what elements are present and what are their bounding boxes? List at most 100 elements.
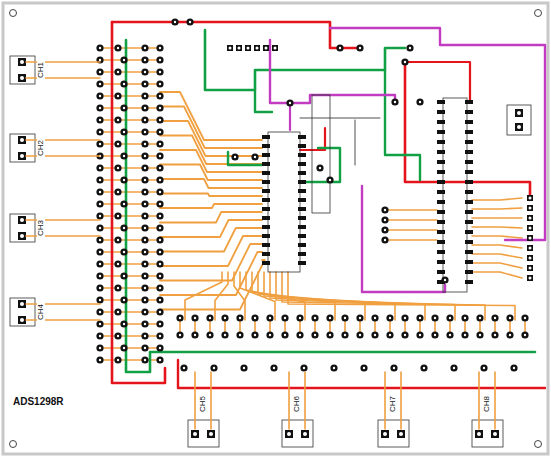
drill-hole (144, 83, 146, 85)
drill-hole (404, 61, 406, 63)
solder-pad (141, 236, 148, 243)
solder-pad (506, 314, 513, 321)
drill-hole (144, 119, 146, 121)
ic-pin (465, 190, 473, 194)
solder-pad (156, 284, 163, 291)
solder-pad (96, 308, 103, 315)
drill-hole (344, 334, 346, 336)
drill-hole (144, 47, 146, 49)
solder-pad (521, 314, 528, 321)
solder-pad (96, 236, 103, 243)
drill-hole (117, 239, 119, 241)
drill-hole (339, 47, 341, 49)
signal-trace (100, 227, 160, 229)
drill-hole (144, 191, 146, 193)
solder-pad (141, 284, 148, 291)
solder-pad (300, 364, 307, 371)
solder-pad (141, 104, 148, 111)
solder-pad (406, 44, 413, 51)
drill-hole (517, 125, 521, 129)
ic-pin (465, 110, 473, 114)
drill-hole (99, 359, 101, 361)
drill-hole (254, 156, 256, 158)
ic-pin (262, 234, 270, 238)
solder-pad (266, 331, 273, 338)
drill-hole (479, 334, 481, 336)
solder-pad (156, 272, 163, 279)
ic-pin (465, 120, 473, 124)
solder-pad (96, 140, 103, 147)
drill-hole (529, 217, 532, 220)
solder-pad (114, 68, 121, 75)
drill-hole (374, 334, 376, 336)
signal-trace (472, 198, 522, 200)
drill-hole (247, 47, 250, 50)
jumper-wire (355, 120, 356, 165)
solder-pad (141, 92, 148, 99)
terminal-block (10, 56, 35, 84)
square-pad (245, 45, 251, 51)
ic-pin (437, 250, 445, 254)
solder-pad (156, 200, 163, 207)
solder-pad (381, 216, 388, 223)
ic-pin (465, 230, 473, 234)
solder-pad (296, 314, 303, 321)
signal-trace (472, 208, 522, 209)
signal-trace (270, 40, 395, 103)
drill-hole (144, 263, 146, 265)
solder-pad (476, 314, 483, 321)
drill-hole (99, 263, 101, 265)
drill-hole (389, 317, 391, 319)
solder-pad (390, 364, 397, 371)
drill-hole (159, 263, 161, 265)
ic-pin (465, 180, 473, 184)
signal-trace (100, 143, 160, 145)
solder-pad (114, 356, 121, 363)
signal-trace (100, 275, 160, 277)
solder-pad (286, 99, 293, 106)
drill-hole (159, 251, 161, 253)
drill-hole (99, 191, 101, 193)
drill-hole (144, 359, 146, 361)
drill-hole (239, 317, 241, 319)
solder-pad (96, 320, 103, 327)
ic-pin (262, 207, 270, 211)
solder-pad (316, 164, 323, 171)
solder-pad (326, 314, 333, 321)
power-trace (405, 62, 530, 195)
drill-hole (117, 95, 119, 97)
signal-trace (100, 95, 160, 97)
drill-hole (477, 432, 481, 436)
solder-pad (401, 331, 408, 338)
square-pad (207, 430, 215, 438)
signal-trace (100, 215, 160, 217)
drill-hole (123, 347, 125, 349)
drill-hole (117, 215, 119, 217)
signal-trace (288, 372, 290, 429)
solder-pad (156, 308, 163, 315)
solder-pad (141, 308, 148, 315)
drill-hole (193, 432, 197, 436)
drill-hole (99, 119, 101, 121)
drill-hole (159, 275, 161, 277)
solder-pad (420, 364, 427, 371)
signal-trace (100, 311, 160, 313)
signal-trace (160, 204, 262, 208)
drill-hole (99, 83, 101, 85)
signal-trace (100, 335, 160, 337)
drill-hole (144, 323, 146, 325)
solder-pad (96, 344, 103, 351)
drill-hole (123, 155, 125, 157)
ic-pin (465, 200, 473, 204)
ic-pin (298, 252, 306, 256)
solder-pad (156, 152, 163, 159)
drill-hole (529, 257, 532, 260)
drill-hole (144, 275, 146, 277)
ic-pin (298, 171, 306, 175)
solder-pad (326, 331, 333, 338)
drill-hole (419, 317, 421, 319)
channel-label: CH7 (389, 395, 397, 413)
solder-pad (141, 260, 148, 267)
solder-pad (221, 314, 228, 321)
drill-hole (144, 59, 146, 61)
